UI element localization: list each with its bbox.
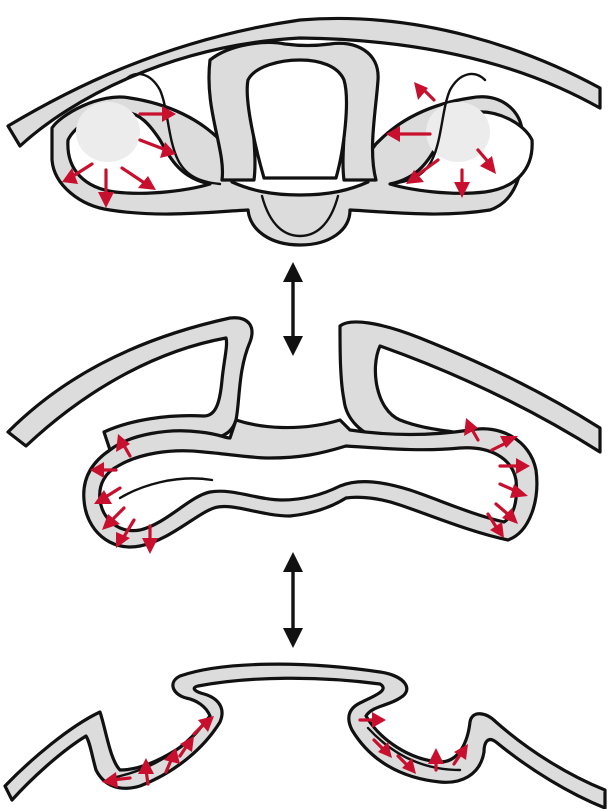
bottom-tissue-band xyxy=(5,664,605,808)
transition-arrow-2 xyxy=(283,552,303,648)
top-central-lumen xyxy=(247,60,346,178)
transition-arrow-1 xyxy=(283,262,303,356)
red-arrow xyxy=(414,82,434,100)
middle-left-flap xyxy=(8,318,252,450)
stage-top-section xyxy=(8,18,600,245)
top-left-lumen xyxy=(76,102,140,162)
stage-bottom-section xyxy=(5,664,605,808)
